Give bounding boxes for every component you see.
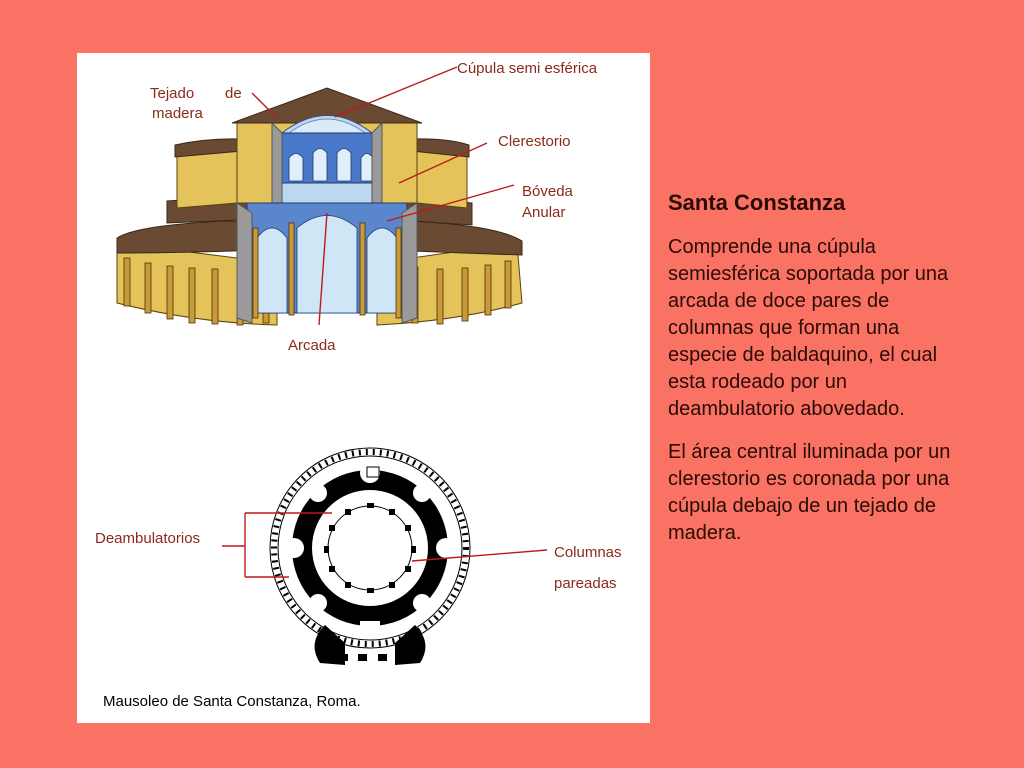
label-cupula: Cúpula semi esférica bbox=[457, 60, 598, 77]
diagram-panel: Cúpula semi esférica Tejado de madera Cl… bbox=[77, 53, 650, 723]
floor-plan bbox=[269, 447, 471, 665]
description-paragraph-2: El área central iluminada por un clerest… bbox=[668, 441, 951, 544]
building-cutaway bbox=[116, 87, 523, 326]
diagram-caption: Mausoleo de Santa Constanza, Roma. bbox=[103, 693, 361, 710]
description-paragraph-1: Comprende una cúpula semiesférica soport… bbox=[668, 236, 949, 420]
label-boveda-2: Anular bbox=[522, 204, 566, 221]
label-deambulatorios: Deambulatorios bbox=[95, 530, 201, 547]
page-title: Santa Constanza bbox=[668, 190, 846, 215]
santa-constanza-illustration bbox=[116, 66, 548, 665]
label-clerestorio: Clerestorio bbox=[498, 133, 571, 150]
label-boveda-1: Bóveda bbox=[522, 183, 573, 200]
label-tejado-1: Tejado bbox=[150, 85, 195, 102]
upper-leader-lines bbox=[251, 66, 515, 326]
label-arcada: Arcada bbox=[288, 337, 336, 354]
label-tejado-de: de bbox=[225, 85, 242, 102]
label-columnas-1: Columnas bbox=[554, 544, 622, 561]
label-tejado-2: madera bbox=[152, 105, 203, 122]
label-columnas-2: pareadas bbox=[554, 575, 617, 592]
lower-leader-lines bbox=[222, 512, 548, 578]
